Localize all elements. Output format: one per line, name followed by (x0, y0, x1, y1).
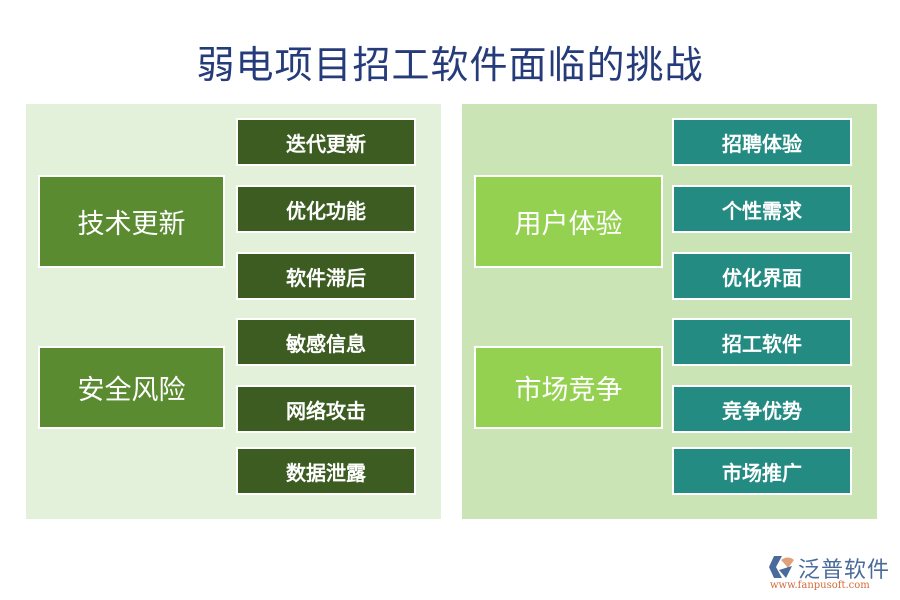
item-box: 迭代更新 (236, 118, 416, 166)
item-box: 数据泄露 (236, 447, 416, 495)
left-panel: 技术更新 迭代更新 优化功能 软件滞后 安全风险 敏感信息 网络攻击 数据泄露 (26, 104, 441, 519)
item-label: 个性需求 (722, 198, 802, 223)
item-label: 招聘体验 (722, 131, 802, 156)
item-box: 市场推广 (672, 447, 852, 495)
page-title: 弱电项目招工软件面临的挑战 (196, 43, 704, 87)
item-box: 竞争优势 (672, 385, 852, 433)
category-label: 安全风险 (77, 375, 186, 406)
category-box-tech-update: 技术更新 (38, 175, 225, 268)
logo-url: www.fanpusoft.com (770, 580, 870, 591)
item-label: 优化界面 (722, 265, 802, 290)
item-label: 软件滞后 (286, 265, 366, 290)
item-box: 敏感信息 (236, 318, 416, 366)
fanpu-logo-icon (769, 556, 794, 578)
category-box-security-risk: 安全风险 (38, 346, 225, 429)
item-label: 市场推广 (722, 460, 802, 485)
item-box: 网络攻击 (236, 385, 416, 433)
brand-logo: 泛普软件 www.fanpusoft.com (768, 552, 898, 592)
category-label: 技术更新 (77, 209, 186, 240)
item-box: 招工软件 (672, 318, 852, 366)
item-label: 迭代更新 (286, 131, 366, 156)
item-box: 招聘体验 (672, 118, 852, 166)
item-box: 个性需求 (672, 185, 852, 233)
item-box: 软件滞后 (236, 252, 416, 300)
category-label: 市场竞争 (514, 375, 623, 406)
category-label: 用户体验 (514, 209, 623, 240)
item-label: 网络攻击 (286, 398, 366, 423)
item-label: 招工软件 (722, 331, 802, 356)
item-label: 数据泄露 (286, 460, 366, 485)
item-box: 优化界面 (672, 252, 852, 300)
item-label: 优化功能 (286, 198, 366, 223)
item-box: 优化功能 (236, 185, 416, 233)
category-box-user-experience: 用户体验 (474, 175, 663, 268)
item-label: 敏感信息 (286, 331, 366, 356)
category-box-market-competition: 市场竞争 (474, 346, 663, 429)
right-panel: 用户体验 招聘体验 个性需求 优化界面 市场竞争 招工软件 竞争优势 市场推广 (462, 104, 877, 519)
item-label: 竞争优势 (722, 398, 802, 423)
logo-name: 泛普软件 (798, 558, 891, 583)
